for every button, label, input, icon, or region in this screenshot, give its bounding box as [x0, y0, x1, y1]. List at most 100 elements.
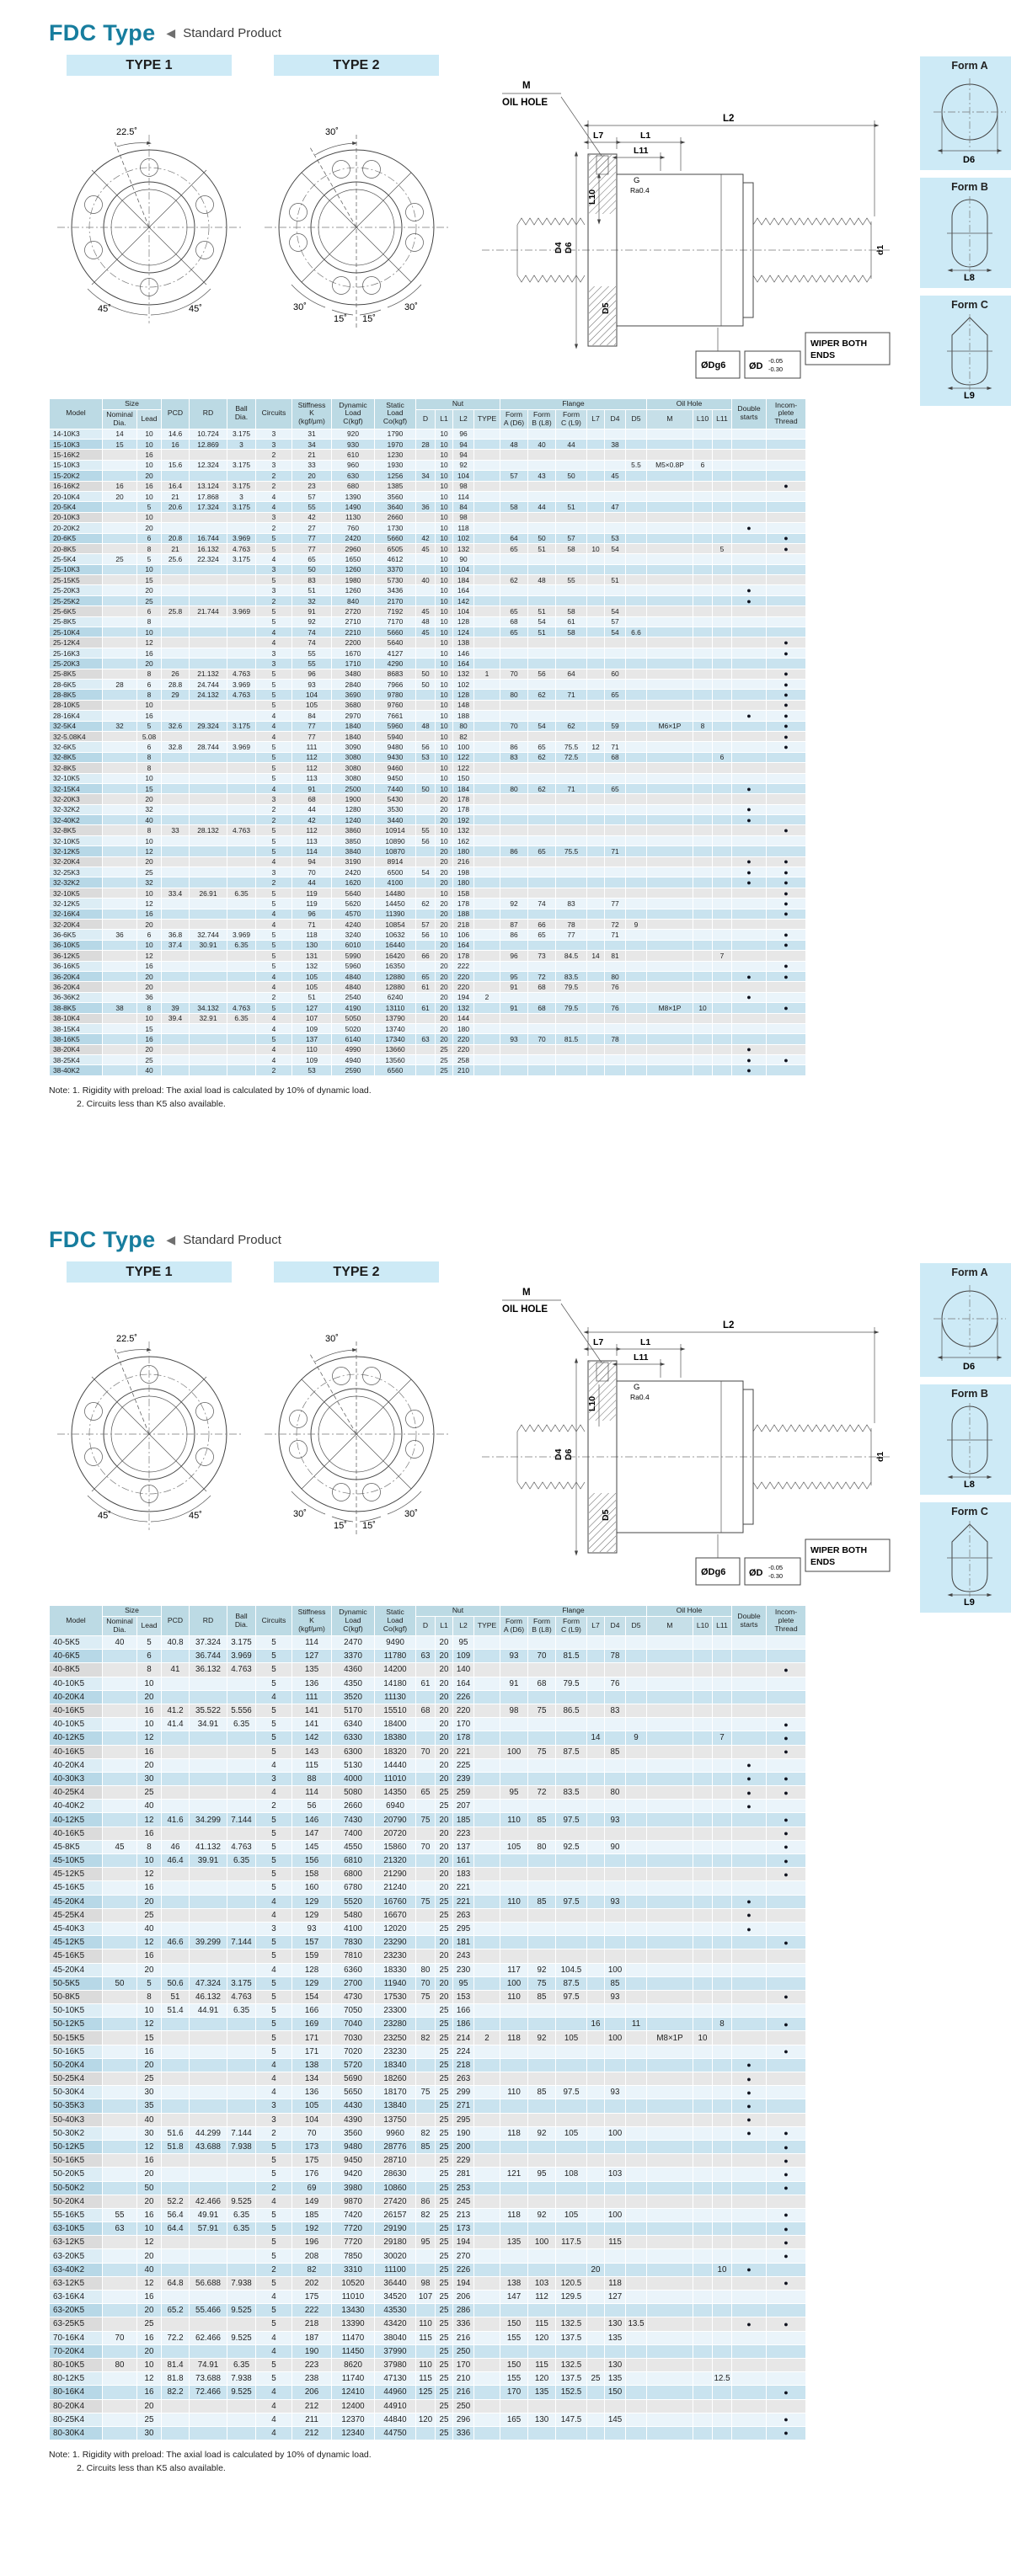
value-cell [693, 971, 712, 982]
value-cell [556, 700, 586, 711]
value-cell: 32 [292, 595, 331, 606]
value-cell: 1650 [332, 554, 374, 564]
value-cell [162, 909, 189, 919]
value-cell [227, 637, 255, 648]
value-cell: 132 [292, 961, 331, 971]
value-cell: 159 [292, 1949, 331, 1963]
value-cell: 73 [528, 951, 555, 961]
value-cell: 164 [453, 659, 473, 669]
value-cell: 8 [137, 1003, 161, 1013]
value-cell: 170 [453, 2358, 473, 2372]
value-cell: 20 [436, 940, 452, 951]
value-cell: 5 [256, 2276, 292, 2290]
value-cell [626, 742, 646, 752]
value-cell [587, 1922, 604, 1936]
value-cell: 222 [453, 961, 473, 971]
value-cell [227, 1758, 255, 1772]
value-cell [605, 460, 625, 471]
value-cell: 77 [292, 543, 331, 554]
value-cell: 15 [137, 2031, 161, 2045]
value-cell [626, 2099, 646, 2113]
svg-text:OIL HOLE: OIL HOLE [502, 1304, 548, 1315]
value-cell: 2 [256, 450, 292, 460]
value-cell [528, 491, 555, 502]
marker-cell [767, 1963, 805, 1976]
value-cell: 65.2 [162, 2304, 189, 2317]
marker-cell [732, 1704, 766, 1718]
value-cell: 4 [256, 783, 292, 794]
svg-text:-0.30: -0.30 [768, 365, 783, 373]
value-cell [190, 1745, 227, 1758]
value-cell: 128 [453, 616, 473, 627]
value-cell [693, 2386, 712, 2399]
value-cell: 83 [605, 1704, 625, 1718]
value-cell: 74 [528, 899, 555, 909]
value-cell [626, 804, 646, 815]
marker-cell [767, 1908, 805, 1922]
value-cell [626, 2276, 646, 2290]
value-cell [103, 2386, 136, 2399]
value-cell: 28 [103, 680, 136, 690]
value-cell: 7170 [375, 616, 415, 627]
value-cell: 86 [500, 742, 527, 752]
marker-cell [732, 899, 766, 909]
value-cell [474, 2181, 500, 2195]
value-cell: 20 [436, 1636, 452, 1650]
model-cell: 15-16K2 [50, 450, 102, 460]
value-cell: 37.4 [162, 940, 189, 951]
value-cell: 4 [256, 971, 292, 982]
value-cell: 78 [556, 919, 586, 930]
value-cell: 53 [605, 533, 625, 543]
value-cell [713, 867, 731, 877]
value-cell: 11780 [375, 1650, 415, 1663]
value-cell [626, 721, 646, 731]
value-cell: 56.688 [190, 2276, 227, 2290]
value-cell: 92 [528, 2208, 555, 2222]
value-cell [528, 731, 555, 742]
value-cell [713, 554, 731, 564]
value-cell [528, 1908, 555, 1922]
value-cell: 13840 [375, 2099, 415, 2113]
value-cell [647, 773, 693, 783]
value-cell [556, 763, 586, 773]
value-cell: 5 [256, 930, 292, 940]
value-cell: 218 [453, 919, 473, 930]
value-cell [647, 1772, 693, 1786]
value-cell [227, 992, 255, 1003]
value-cell: 32 [103, 721, 136, 731]
value-cell: 4 [256, 2072, 292, 2086]
value-cell [474, 763, 500, 773]
value-cell: 93 [500, 1034, 527, 1044]
marker-cell: ● [767, 1813, 805, 1827]
model-cell: 32-15K4 [50, 783, 102, 794]
value-cell [647, 992, 693, 1003]
svg-text:-0.05: -0.05 [768, 1564, 783, 1571]
value-cell: 100 [500, 1745, 527, 1758]
value-cell: 10 [436, 783, 452, 794]
value-cell: 75 [528, 1704, 555, 1718]
value-cell: 20 [436, 1840, 452, 1853]
marker-cell [732, 940, 766, 951]
value-cell: 129 [292, 1976, 331, 1990]
value-cell: 25 [137, 2072, 161, 2086]
value-cell [103, 2168, 136, 2181]
value-cell [500, 2045, 527, 2058]
marker-cell: ● [767, 721, 805, 731]
value-cell: 5 [137, 1636, 161, 1650]
value-cell [693, 1827, 712, 1840]
value-cell [103, 1881, 136, 1895]
value-cell: 20 [436, 1936, 452, 1949]
marker-cell [767, 982, 805, 992]
marker-cell: ● [767, 930, 805, 940]
value-cell [647, 1786, 693, 1800]
section-fdc-top: FDC Type ◀ Standard Product TYPE 1 [0, 0, 1011, 1119]
value-cell [693, 1936, 712, 1949]
value-cell [605, 2018, 625, 2031]
value-cell [190, 909, 227, 919]
value-cell: 5730 [375, 575, 415, 585]
value-cell [190, 951, 227, 961]
